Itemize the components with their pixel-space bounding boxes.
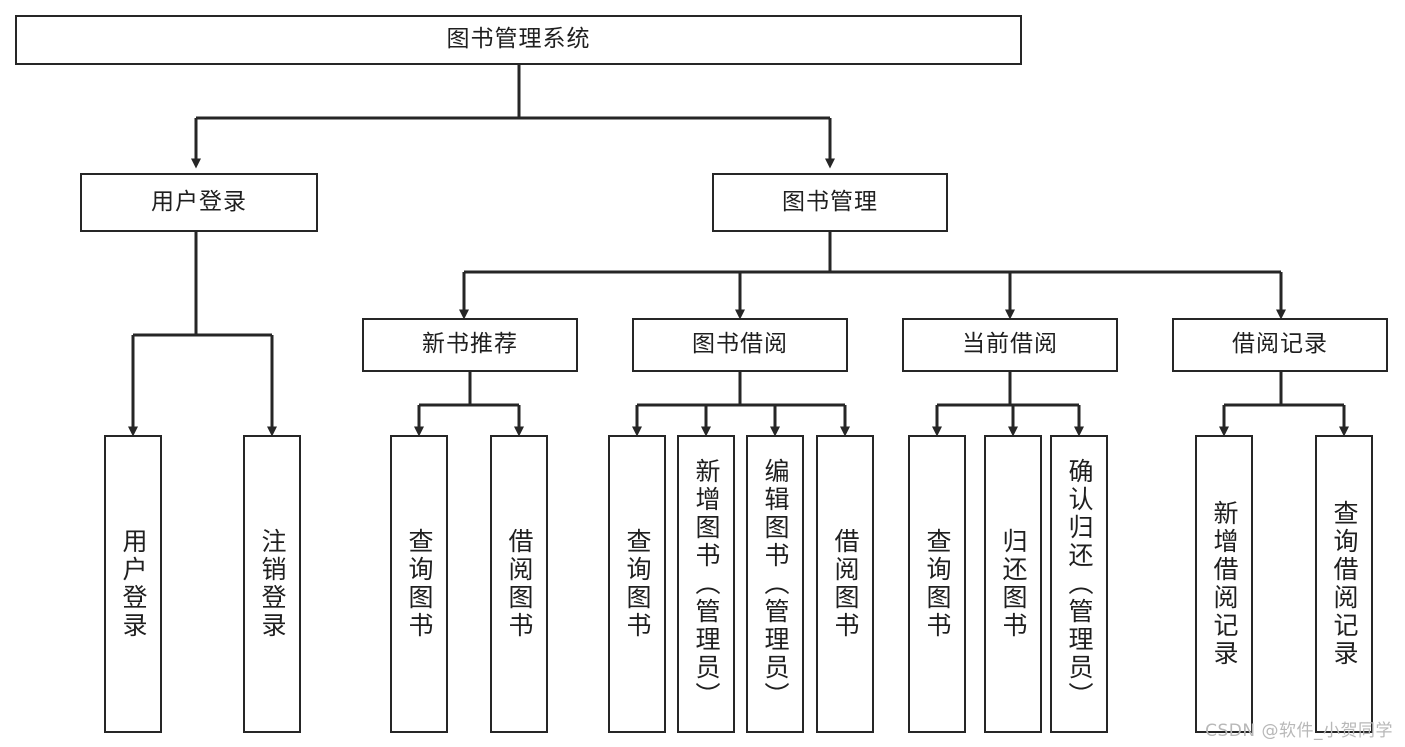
leaf-book-borrow-query-books[interactable]: 查询图书: [608, 435, 666, 733]
node-book-borrow[interactable]: 图书借阅: [632, 318, 848, 372]
node-new-book-recommend[interactable]: 新书推荐: [362, 318, 578, 372]
leaf-label: 用户登录: [119, 528, 148, 640]
leaf-current-borrow-confirm-return-admin[interactable]: 确认归还（管理员）: [1050, 435, 1108, 733]
node-current-borrow-label: 当前借阅: [962, 331, 1058, 358]
leaf-label: 借阅图书: [505, 528, 534, 640]
leaf-label: 新增借阅记录: [1210, 500, 1239, 668]
node-book-borrow-label: 图书借阅: [692, 331, 788, 358]
node-book-management-label: 图书管理: [782, 188, 878, 215]
leaf-user-login-logout[interactable]: 注销登录: [243, 435, 301, 733]
leaf-current-borrow-query-books[interactable]: 查询图书: [908, 435, 966, 733]
leaf-label: 注销登录: [258, 528, 287, 640]
node-borrow-record[interactable]: 借阅记录: [1172, 318, 1388, 372]
node-new-book-recommend-label: 新书推荐: [422, 331, 518, 358]
leaf-label: 借阅图书: [831, 528, 860, 640]
leaf-label: 编辑图书（管理员）: [761, 458, 790, 710]
leaf-new-book-query-books[interactable]: 查询图书: [390, 435, 448, 733]
node-root-system-label: 图书管理系统: [446, 26, 591, 53]
leaf-borrow-record-add-record[interactable]: 新增借阅记录: [1195, 435, 1253, 733]
node-book-management[interactable]: 图书管理: [712, 173, 948, 232]
node-borrow-record-label: 借阅记录: [1232, 331, 1328, 358]
leaf-book-borrow-borrow-books[interactable]: 借阅图书: [816, 435, 874, 733]
leaf-label: 确认归还（管理员）: [1065, 458, 1094, 710]
leaf-book-borrow-add-book-admin[interactable]: 新增图书（管理员）: [677, 435, 735, 733]
leaf-label: 新增图书（管理员）: [692, 458, 721, 710]
leaf-new-book-borrow-books[interactable]: 借阅图书: [490, 435, 548, 733]
leaf-label: 查询图书: [923, 528, 952, 640]
leaf-borrow-record-query-record[interactable]: 查询借阅记录: [1315, 435, 1373, 733]
csdn-watermark: CSDN @软件_小贺同学: [1205, 721, 1393, 741]
node-root-system[interactable]: 图书管理系统: [15, 15, 1022, 65]
leaf-book-borrow-edit-book-admin[interactable]: 编辑图书（管理员）: [746, 435, 804, 733]
node-current-borrow[interactable]: 当前借阅: [902, 318, 1118, 372]
leaf-label: 查询图书: [405, 528, 434, 640]
leaf-current-borrow-return-books[interactable]: 归还图书: [984, 435, 1042, 733]
leaf-label: 归还图书: [999, 528, 1028, 640]
node-user-login[interactable]: 用户登录: [80, 173, 318, 232]
leaf-label: 查询图书: [623, 528, 652, 640]
leaf-label: 查询借阅记录: [1330, 500, 1359, 668]
leaf-user-login-login[interactable]: 用户登录: [104, 435, 162, 733]
node-user-login-label: 用户登录: [151, 188, 247, 215]
